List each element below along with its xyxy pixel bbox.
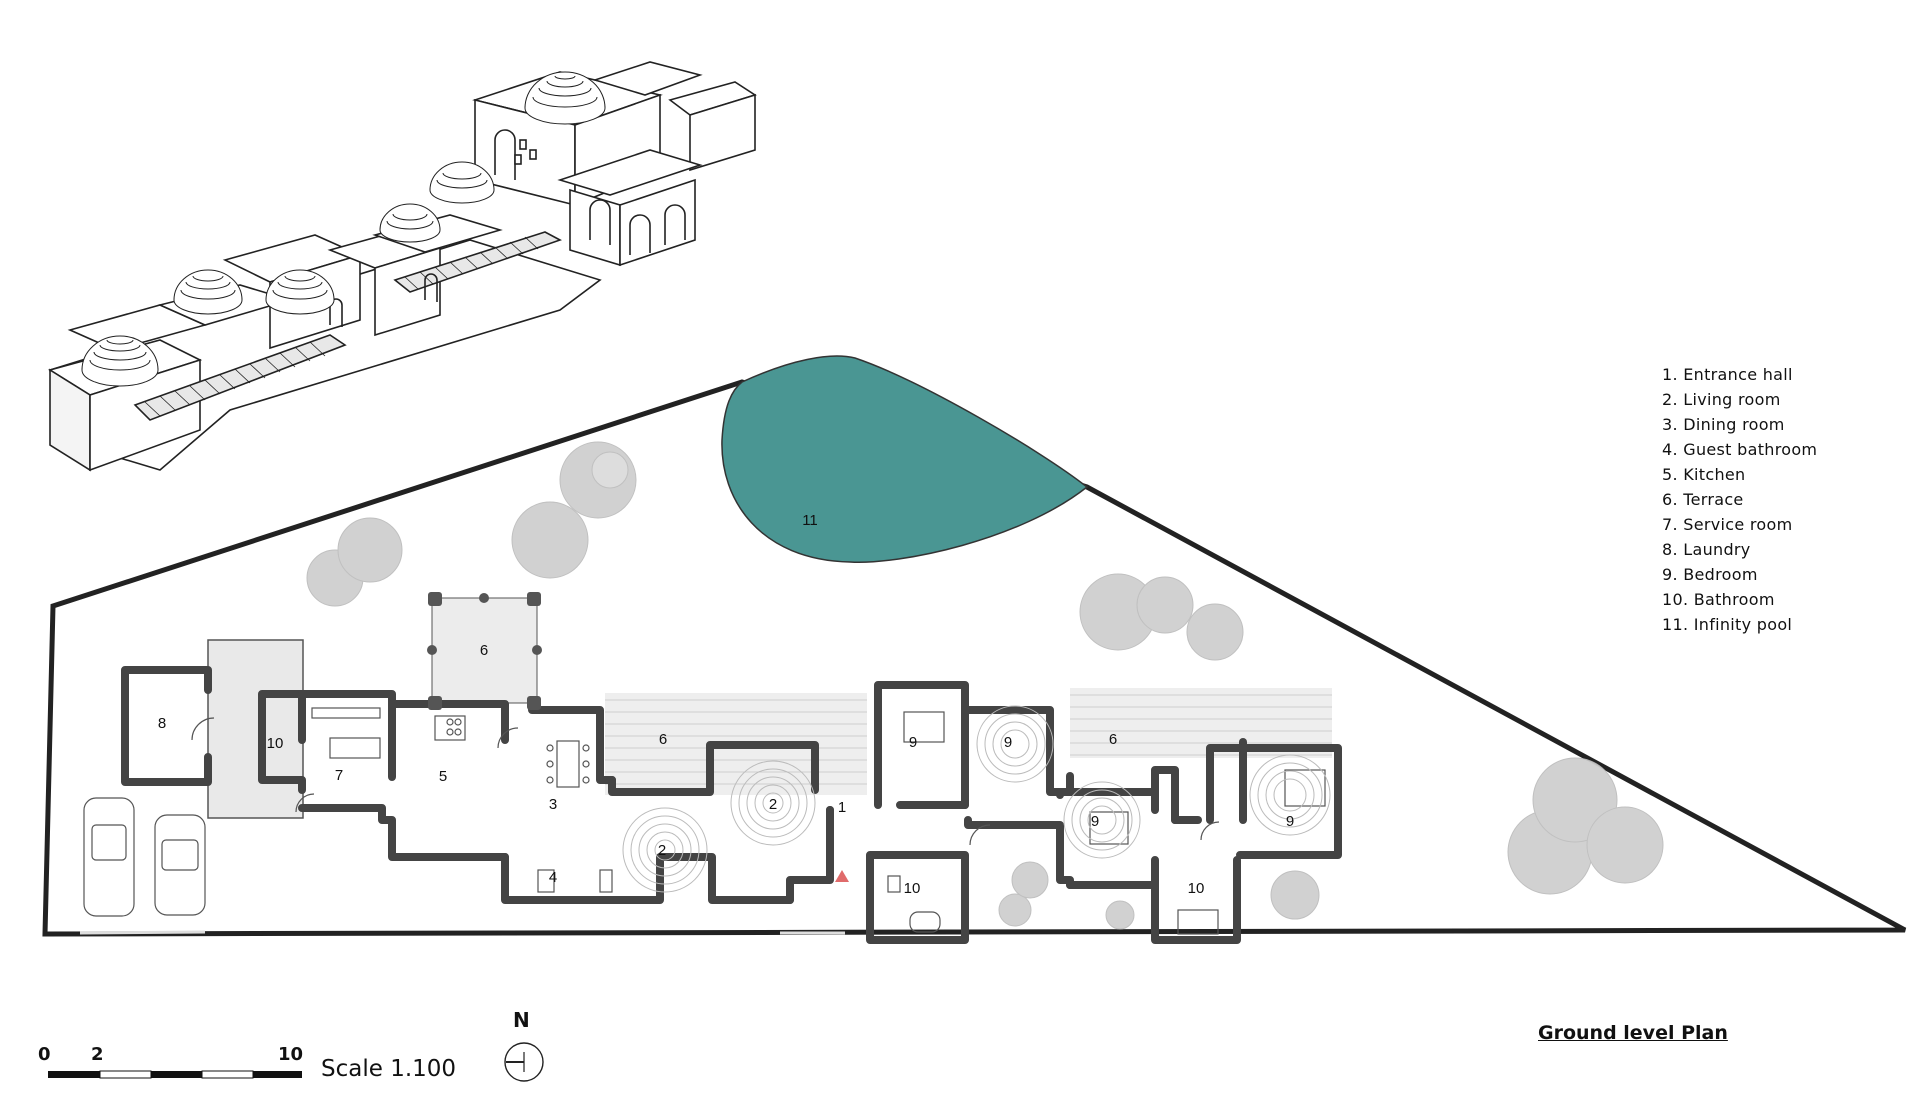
legend-item: 6. Terrace bbox=[1662, 490, 1744, 509]
label-kitchen: 5 bbox=[439, 768, 447, 785]
label-pool: 11 bbox=[802, 512, 818, 529]
label-bed-2: 9 bbox=[1004, 734, 1012, 751]
label-entrance: 1 bbox=[838, 799, 846, 816]
entry-marker bbox=[835, 870, 849, 882]
legend-item: 4. Guest bathroom bbox=[1662, 440, 1818, 459]
label-dining: 3 bbox=[549, 796, 557, 813]
label-living-b: 2 bbox=[658, 842, 666, 859]
walls bbox=[121, 666, 1342, 944]
carport-shade bbox=[207, 639, 304, 819]
room-labels: 11 6 6 6 8 10 7 5 3 4 2 2 1 9 9 9 9 10 1… bbox=[158, 512, 1294, 897]
dome-group bbox=[81, 71, 606, 387]
cars bbox=[83, 797, 206, 917]
legend-item: 10. Bathroom bbox=[1662, 590, 1775, 609]
scale-tick-2: 2 bbox=[91, 1044, 104, 1065]
legend-item: 8. Laundry bbox=[1662, 540, 1751, 559]
legend-item: 7. Service room bbox=[1662, 515, 1793, 534]
gate-west bbox=[79, 930, 206, 935]
legend-item: 3. Dining room bbox=[1662, 415, 1785, 434]
label-living-a: 2 bbox=[769, 796, 777, 813]
fixtures bbox=[191, 707, 1326, 935]
label-terrace-east-1: 6 bbox=[659, 731, 667, 748]
room-legend: 1. Entrance hall 2. Living room 3. Dinin… bbox=[1662, 362, 1817, 637]
plan-title: Ground level Plan bbox=[1538, 1022, 1728, 1044]
legend-item: 5. Kitchen bbox=[1662, 465, 1746, 484]
infinity-pool bbox=[721, 355, 1089, 563]
label-guest-bath: 4 bbox=[549, 869, 557, 886]
site-boundary bbox=[42, 379, 1907, 937]
label-service: 7 bbox=[335, 767, 343, 784]
north-arrow-icon bbox=[504, 1042, 544, 1082]
dome-rings bbox=[622, 705, 1331, 893]
scale-bar bbox=[48, 1070, 302, 1079]
legend-item: 2. Living room bbox=[1662, 390, 1781, 409]
scale-tick-10: 10 bbox=[278, 1044, 304, 1065]
label-bath-mid: 10 bbox=[904, 880, 921, 897]
scale-label: Scale 1.100 bbox=[321, 1056, 457, 1082]
trees bbox=[306, 441, 1664, 930]
north-label: N bbox=[513, 1008, 530, 1032]
label-bath-west: 10 bbox=[267, 735, 284, 752]
label-bed-3: 9 bbox=[1091, 813, 1099, 830]
legend-item: 1. Entrance hall bbox=[1662, 365, 1793, 384]
scale-tick-0: 0 bbox=[38, 1044, 51, 1065]
legend-item: 9. Bedroom bbox=[1662, 565, 1758, 584]
label-bed-1: 9 bbox=[909, 734, 917, 751]
label-laundry: 8 bbox=[158, 715, 166, 732]
terrace-columns bbox=[427, 592, 542, 710]
legend-item: 11. Infinity pool bbox=[1662, 615, 1793, 634]
label-terrace-east-2: 6 bbox=[1109, 731, 1117, 748]
label-terrace-north: 6 bbox=[480, 642, 488, 659]
label-bath-east: 10 bbox=[1188, 880, 1205, 897]
label-bed-4: 9 bbox=[1286, 813, 1294, 830]
axonometric-view bbox=[48, 61, 757, 472]
